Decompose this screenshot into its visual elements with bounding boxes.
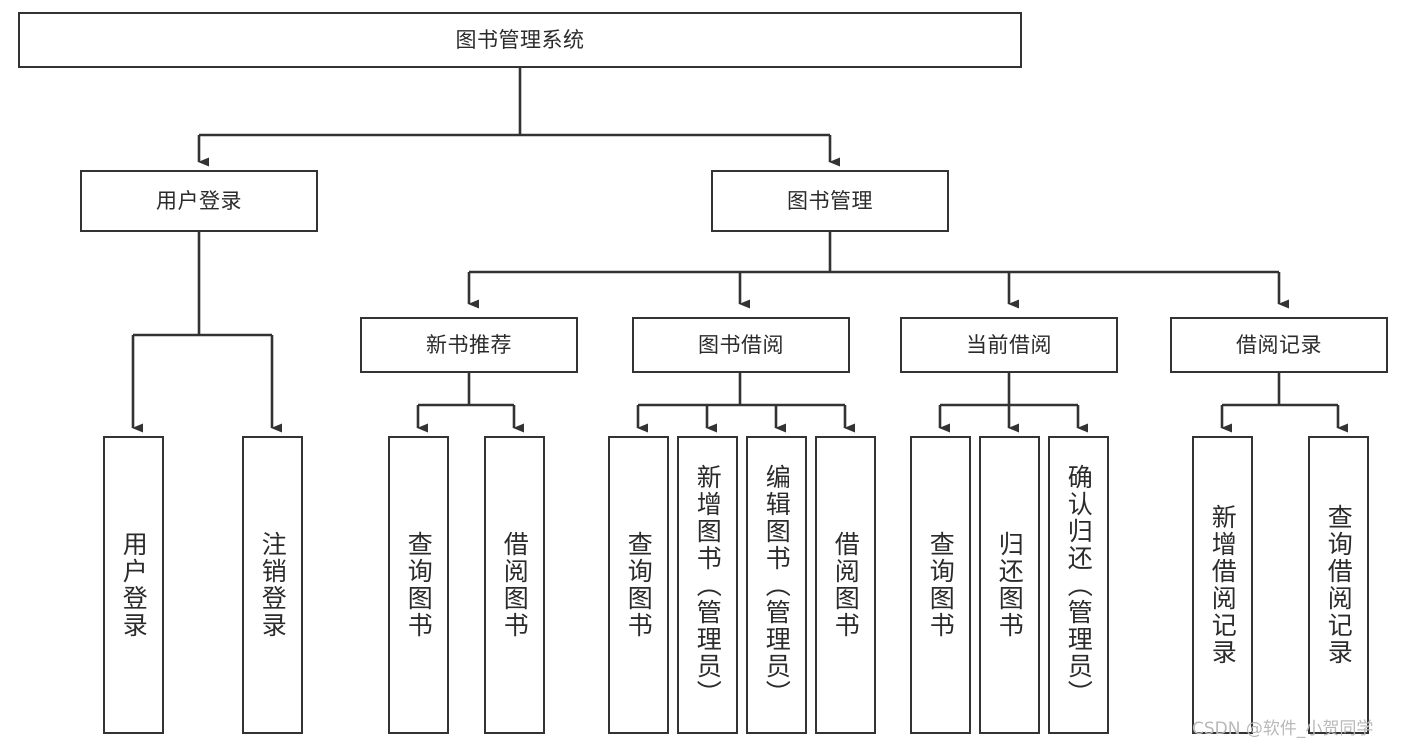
node-leaf-query-book-borrow[interactable]: 查询图书	[608, 436, 669, 734]
node-leaf-return-book[interactable]: 归还图书	[979, 436, 1040, 734]
node-leaf-borrow-book-label: 借阅图书	[831, 531, 861, 639]
node-leaf-query-borrow-record[interactable]: 查询借阅记录	[1308, 436, 1369, 734]
node-leaf-query-book-recommend-label: 查询图书	[404, 531, 434, 639]
node-new-book-recommend-label: 新书推荐	[426, 332, 512, 357]
node-current-borrow[interactable]: 当前借阅	[900, 317, 1118, 373]
node-user-login[interactable]: 用户登录	[80, 170, 318, 232]
node-leaf-borrow-book-recommend-label: 借阅图书	[500, 531, 530, 639]
node-leaf-query-book-current[interactable]: 查询图书	[910, 436, 971, 734]
node-current-borrow-label: 当前借阅	[966, 332, 1052, 357]
node-user-login-label: 用户登录	[156, 188, 242, 213]
node-leaf-edit-book-admin[interactable]: 编辑图书（管理员）	[746, 436, 807, 734]
node-book-manage[interactable]: 图书管理	[711, 170, 949, 232]
node-leaf-user-login[interactable]: 用户登录	[103, 436, 164, 734]
node-new-book-recommend[interactable]: 新书推荐	[360, 317, 578, 373]
node-leaf-query-book-recommend[interactable]: 查询图书	[388, 436, 449, 734]
node-leaf-borrow-book[interactable]: 借阅图书	[815, 436, 876, 734]
node-leaf-add-borrow-record-label: 新增借阅记录	[1208, 504, 1238, 666]
node-leaf-add-book-admin[interactable]: 新增图书（管理员）	[677, 436, 738, 734]
node-borrow-record[interactable]: 借阅记录	[1170, 317, 1388, 373]
node-leaf-add-borrow-record[interactable]: 新增借阅记录	[1192, 436, 1253, 734]
node-leaf-logout-login-label: 注销登录	[258, 531, 288, 639]
node-leaf-query-borrow-record-label: 查询借阅记录	[1324, 504, 1354, 666]
node-leaf-confirm-return-admin[interactable]: 确认归还（管理员）	[1048, 436, 1109, 734]
node-leaf-user-login-label: 用户登录	[119, 531, 149, 639]
node-leaf-confirm-return-admin-label: 确认归还（管理员）	[1064, 463, 1094, 707]
watermark-text: CSDN @软件_小贺同学	[1192, 719, 1374, 739]
node-leaf-add-book-admin-label: 新增图书（管理员）	[693, 463, 723, 707]
node-root-system-label: 图书管理系统	[455, 27, 585, 52]
node-leaf-query-book-borrow-label: 查询图书	[624, 531, 654, 639]
node-root-system[interactable]: 图书管理系统	[18, 12, 1022, 68]
node-leaf-return-book-label: 归还图书	[995, 531, 1025, 639]
node-book-borrow[interactable]: 图书借阅	[632, 317, 850, 373]
node-leaf-query-book-current-label: 查询图书	[926, 531, 956, 639]
node-borrow-record-label: 借阅记录	[1236, 332, 1322, 357]
node-book-borrow-label: 图书借阅	[698, 332, 784, 357]
node-leaf-edit-book-admin-label: 编辑图书（管理员）	[762, 463, 792, 707]
node-leaf-logout-login[interactable]: 注销登录	[242, 436, 303, 734]
node-leaf-borrow-book-recommend[interactable]: 借阅图书	[484, 436, 545, 734]
node-book-manage-label: 图书管理	[787, 188, 873, 213]
